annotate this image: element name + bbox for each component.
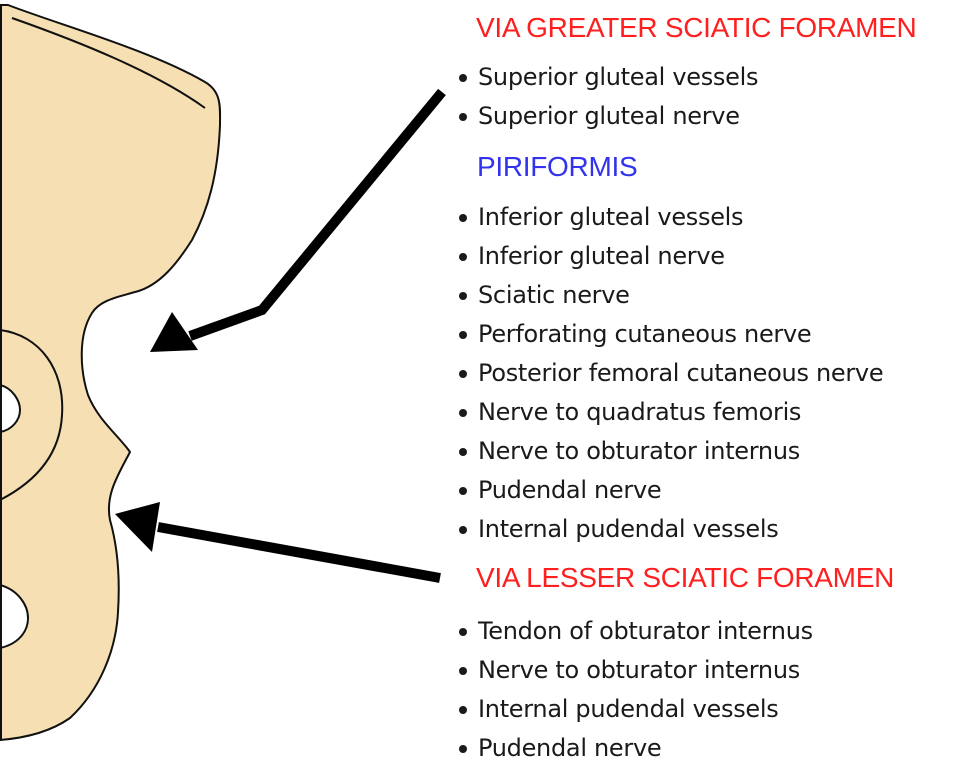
list-item: Tendon of obturator internus bbox=[456, 612, 813, 651]
arrow-lesser-foramen bbox=[158, 527, 440, 578]
list-item: Inferior gluteal vessels bbox=[456, 198, 883, 237]
list-item: Superior gluteal vessels bbox=[456, 58, 758, 97]
above-piriformis-list: Superior gluteal vessels Superior glutea… bbox=[456, 58, 758, 136]
arrow-lesser-foramen-head bbox=[115, 502, 160, 552]
lesser-foramen-heading: VIA LESSER SCIATIC FORAMEN bbox=[476, 560, 894, 596]
list-item: Internal pudendal vessels bbox=[456, 690, 813, 729]
list-item: Nerve to obturator internus bbox=[456, 651, 813, 690]
list-item: Pudendal nerve bbox=[456, 471, 883, 510]
list-item: Internal pudendal vessels bbox=[456, 510, 883, 549]
below-piriformis-list: Inferior gluteal vessels Inferior glutea… bbox=[456, 198, 883, 549]
list-item: Nerve to obturator internus bbox=[456, 432, 883, 471]
list-item: Pudendal nerve bbox=[456, 729, 813, 768]
list-item: Sciatic nerve bbox=[456, 276, 883, 315]
hip-bone-shape bbox=[0, 5, 220, 740]
lesser-foramen-list: Tendon of obturator internus Nerve to ob… bbox=[456, 612, 813, 768]
arrow-greater-foramen bbox=[190, 92, 442, 336]
list-item: Posterior femoral cutaneous nerve bbox=[456, 354, 883, 393]
list-item: Perforating cutaneous nerve bbox=[456, 315, 883, 354]
piriformis-heading: PIRIFORMIS bbox=[477, 149, 637, 185]
list-item: Inferior gluteal nerve bbox=[456, 237, 883, 276]
greater-foramen-heading: VIA GREATER SCIATIC FORAMEN bbox=[476, 10, 916, 46]
list-item: Nerve to quadratus femoris bbox=[456, 393, 883, 432]
list-item: Superior gluteal nerve bbox=[456, 97, 758, 136]
